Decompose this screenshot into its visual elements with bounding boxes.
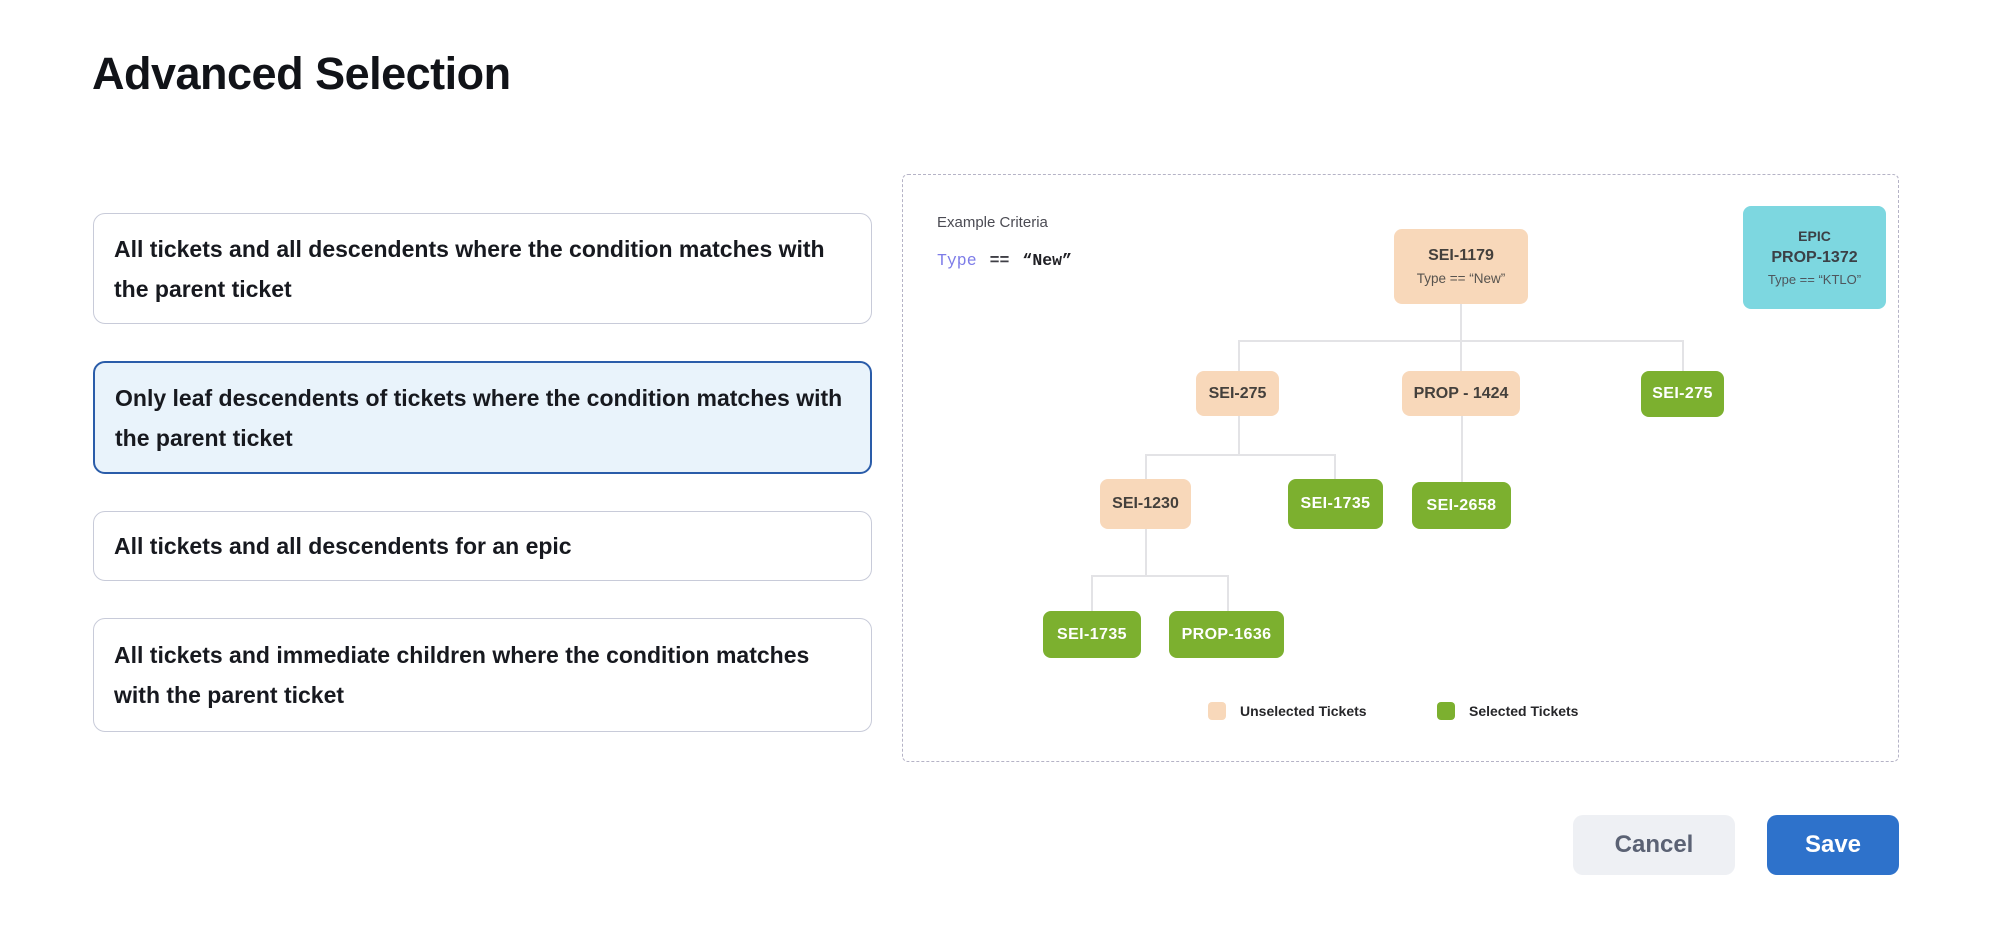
cancel-button[interactable]: Cancel [1573, 815, 1735, 875]
connector-line [1682, 340, 1684, 371]
option-all-tickets-descendents[interactable]: All tickets and all descendents where th… [93, 213, 872, 324]
node-id: SEI-275 [1208, 384, 1267, 402]
connector-line [1145, 454, 1147, 479]
tree-node: SEI-1735 [1043, 611, 1141, 658]
unselected-tickets-swatch [1208, 702, 1226, 720]
option-only-leaf-descendents[interactable]: Only leaf descendents of tickets where t… [93, 361, 872, 474]
tree-node: SEI-275 [1641, 371, 1724, 417]
option-label: Only leaf descendents of tickets where t… [115, 384, 843, 451]
legend-selected: Selected Tickets [1437, 702, 1578, 720]
option-label: All tickets and immediate children where… [114, 642, 810, 708]
criteria-value: “New” [1022, 251, 1072, 270]
connector-line [1461, 416, 1463, 482]
tree-node: PROP-1636 [1169, 611, 1284, 658]
criteria-field: Type [937, 251, 977, 270]
connector-line [1238, 340, 1682, 342]
legend-label: Unselected Tickets [1240, 703, 1367, 719]
tree-node-root: SEI-1179 Type == “New” [1394, 229, 1528, 304]
example-criteria-heading: Example Criteria [937, 214, 1048, 231]
option-all-descendents-epic[interactable]: All tickets and all descendents for an e… [93, 511, 872, 581]
legend-label: Selected Tickets [1469, 703, 1579, 719]
option-label: All tickets and all descendents where th… [114, 235, 825, 302]
node-id: SEI-1735 [1057, 625, 1127, 643]
tree-node: PROP - 1424 [1402, 371, 1520, 416]
option-label: All tickets and all descendents for an e… [114, 533, 572, 559]
save-button[interactable]: Save [1767, 815, 1899, 875]
connector-line [1145, 529, 1147, 575]
selected-tickets-swatch [1437, 702, 1455, 720]
epic-kind-label: EPIC [1798, 228, 1831, 244]
connector-line [1091, 575, 1093, 611]
connector-line [1334, 454, 1336, 479]
legend-unselected: Unselected Tickets [1208, 702, 1367, 720]
node-id: PROP-1636 [1181, 625, 1272, 643]
epic-id-label: PROP-1372 [1771, 249, 1858, 266]
node-id: SEI-1230 [1112, 495, 1179, 512]
criteria-operator: == [989, 251, 1010, 270]
example-criteria-code: Type == “New” [937, 251, 1072, 270]
epic-criteria-label: Type == “KTLO” [1767, 272, 1862, 287]
node-id: SEI-1179 [1428, 247, 1494, 264]
tree-node: SEI-1230 [1100, 479, 1191, 529]
node-id: SEI-275 [1652, 385, 1713, 402]
node-id: PROP - 1424 [1413, 384, 1509, 402]
page-title: Advanced Selection [92, 48, 511, 99]
connector-line [1460, 304, 1462, 371]
tree-node: SEI-275 [1196, 371, 1279, 416]
connector-line [1238, 340, 1240, 371]
option-immediate-children[interactable]: All tickets and immediate children where… [93, 618, 872, 732]
node-id: SEI-1735 [1300, 495, 1371, 512]
connector-line [1145, 454, 1334, 456]
tree-node: SEI-2658 [1412, 482, 1511, 529]
tree-node: SEI-1735 [1288, 479, 1383, 529]
epic-card: EPIC PROP-1372 Type == “KTLO” [1743, 206, 1886, 309]
connector-line [1238, 416, 1240, 454]
node-id: SEI-2658 [1426, 496, 1497, 514]
connector-line [1091, 575, 1227, 577]
connector-line [1227, 575, 1229, 611]
example-diagram-panel: Example Criteria Type == “New” EPIC PROP-1… [902, 174, 1899, 762]
node-criteria: Type == “New” [1416, 271, 1506, 286]
